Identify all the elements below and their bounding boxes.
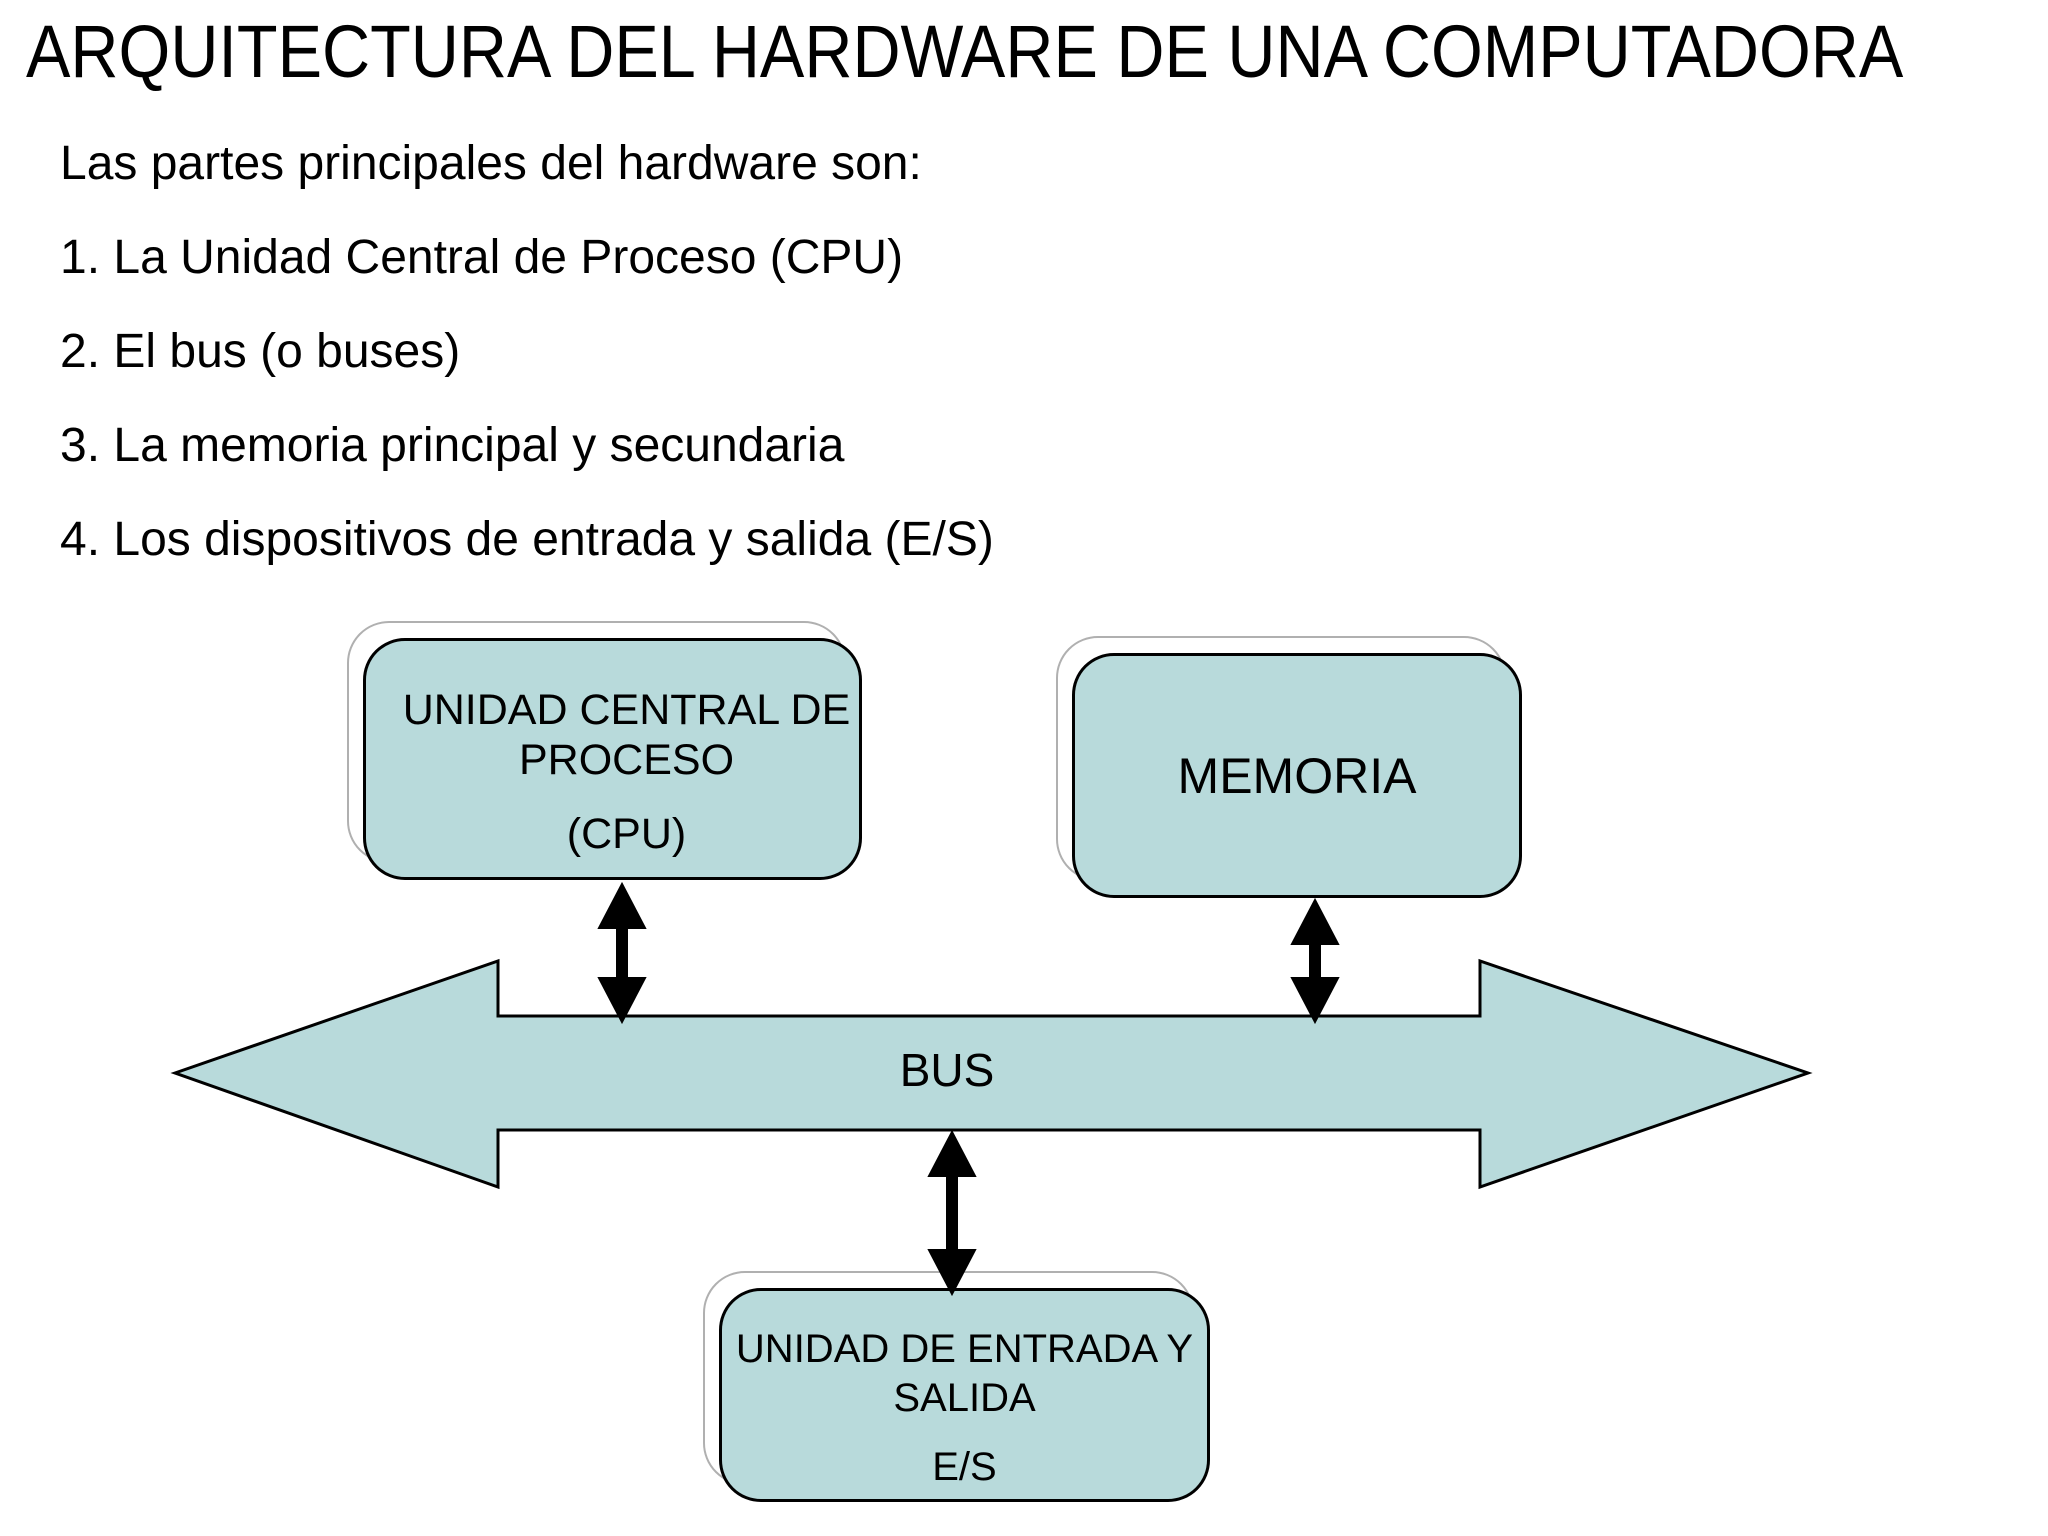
intro-text: Las partes principales del hardware son: xyxy=(60,137,922,190)
list-item-cpu: 1. La Unidad Central de Proceso (CPU) xyxy=(60,231,904,284)
cpu-box-label-line1: UNIDAD CENTRAL DE xyxy=(402,686,851,734)
list-item-io: 4. Los dispositivos de entrada y salida … xyxy=(60,513,994,566)
memory-bus-arrow xyxy=(1290,897,1340,1025)
list-item-bus: 2. El bus (o buses) xyxy=(60,325,461,378)
io-box-label-line1: UNIDAD DE ENTRADA Y xyxy=(735,1327,1194,1371)
intro-section: Las partes principales del hardware son:… xyxy=(60,140,994,610)
cpu-box-label-line2: PROCESO xyxy=(518,736,735,784)
bus-io-arrow xyxy=(927,1129,977,1297)
list-item-memory: 3. La memoria principal y secundaria xyxy=(60,419,845,472)
memory-box: MEMORIA xyxy=(1056,636,1522,898)
io-box-face: UNIDAD DE ENTRADA Y SALIDA E/S xyxy=(719,1288,1210,1502)
page-title: ARQUITECTURA DEL HARDWARE DE UNA COMPUTA… xyxy=(26,10,1904,93)
cpu-box-face: UNIDAD CENTRAL DE PROCESO (CPU) xyxy=(363,638,862,880)
bus-label: BUS xyxy=(899,1044,995,1096)
io-box-label-line2: SALIDA xyxy=(893,1376,1036,1420)
cpu-bus-arrow xyxy=(597,881,647,1025)
cpu-box-label-line3: (CPU) xyxy=(566,810,687,858)
memory-box-face: MEMORIA xyxy=(1072,653,1522,898)
io-box-label-line3: E/S xyxy=(932,1445,997,1489)
cpu-box: UNIDAD CENTRAL DE PROCESO (CPU) xyxy=(347,621,862,880)
memory-box-label: MEMORIA xyxy=(1177,747,1417,804)
io-box: UNIDAD DE ENTRADA Y SALIDA E/S xyxy=(703,1271,1210,1502)
